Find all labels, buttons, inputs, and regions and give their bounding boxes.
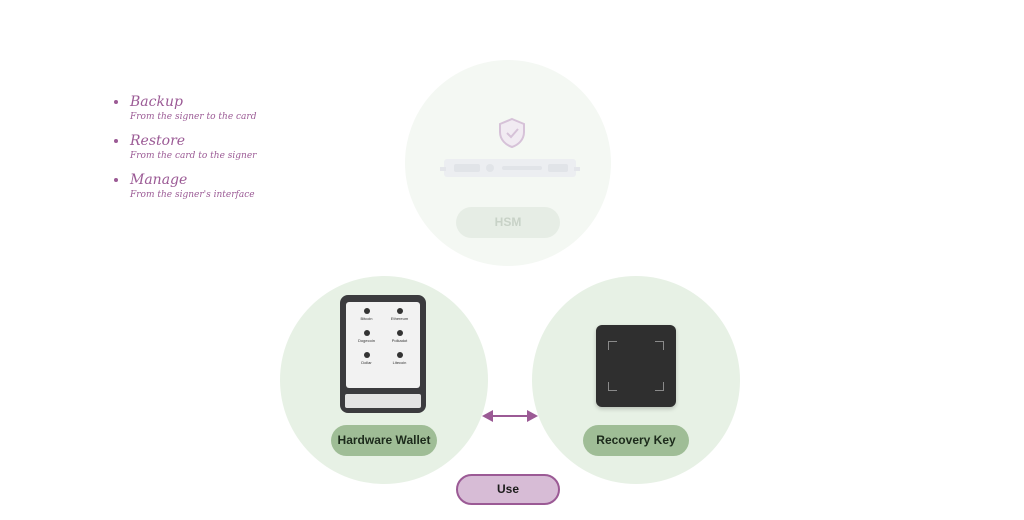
wallet-screen: Bitcoin Ethereum Dogecoin Polkadot Dolla…	[346, 302, 420, 388]
coin-icon	[363, 308, 370, 314]
wallet-asset-grid: Bitcoin Ethereum Dogecoin Polkadot Dolla…	[350, 308, 416, 365]
bullet-title: Backup	[130, 94, 183, 110]
asset-item: Ethereum	[383, 308, 416, 321]
corner-mark	[608, 341, 617, 350]
bullet-subtitle: From the signer's interface	[130, 190, 255, 200]
bullet-dot	[114, 100, 118, 104]
list-item-restore: Restore From the card to the signer	[114, 133, 334, 163]
asset-item: Dollar	[350, 352, 383, 365]
coin-icon	[363, 330, 370, 336]
asset-label: Dollar	[361, 360, 372, 365]
hsm-server-icon	[440, 159, 580, 177]
double-arrow-icon	[482, 410, 538, 422]
asset-item: Bitcoin	[350, 308, 383, 321]
list-item-backup: Backup From the signer to the card	[114, 94, 334, 124]
use-button[interactable]: Use	[456, 474, 560, 505]
bullet-subtitle: From the signer to the card	[130, 112, 257, 122]
asset-item: Polkadot	[383, 330, 416, 343]
bullet-title: Restore	[130, 133, 186, 149]
shield-check-icon	[499, 117, 525, 149]
feature-list: Backup From the signer to the card Resto…	[114, 94, 334, 211]
corner-mark	[655, 382, 664, 391]
wallet-card-slot	[345, 394, 421, 408]
hardware-wallet-label: Hardware Wallet	[331, 425, 437, 456]
bullet-title: Manage	[130, 172, 188, 188]
corner-mark	[655, 341, 664, 350]
bullet-dot	[114, 139, 118, 143]
asset-label: Ethereum	[390, 316, 409, 321]
recovery-key-label: Recovery Key	[583, 425, 689, 456]
asset-label: Bitcoin	[360, 316, 373, 321]
list-item-manage: Manage From the signer's interface	[114, 172, 334, 202]
hsm-label: HSM	[456, 207, 560, 238]
coin-icon	[396, 330, 403, 336]
asset-label: Litecoin	[392, 360, 407, 365]
bullet-dot	[114, 178, 118, 182]
recovery-key-card	[596, 325, 676, 407]
hardware-wallet-device: Bitcoin Ethereum Dogecoin Polkadot Dolla…	[340, 295, 426, 413]
asset-label: Dogecoin	[358, 338, 375, 343]
coin-icon	[396, 308, 403, 314]
bullet-subtitle: From the card to the signer	[130, 151, 257, 161]
asset-item: Litecoin	[383, 352, 416, 365]
asset-item: Dogecoin	[350, 330, 383, 343]
asset-label: Polkadot	[391, 338, 408, 343]
corner-mark	[608, 382, 617, 391]
coin-icon	[396, 352, 403, 358]
coin-icon	[363, 352, 370, 358]
